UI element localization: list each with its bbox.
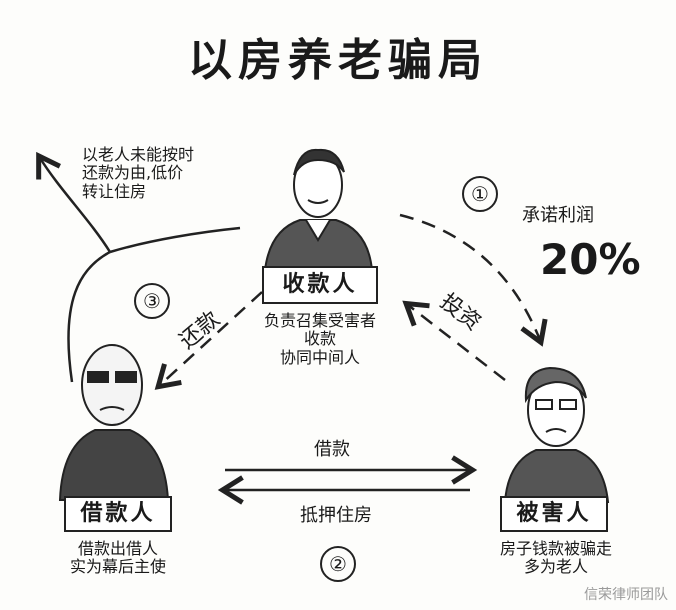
promise-label: 承诺利润 [522, 205, 594, 226]
promise-value: 20% [540, 235, 641, 284]
page-title: 以房养老骗局 [188, 35, 488, 86]
collector-desc: 负责召集受害者 收款 协同中间人 [263, 311, 376, 367]
arrow-collector-to-borrower [154, 291, 263, 390]
borrower-nameplate: 借款人 [64, 496, 172, 532]
arrow-victim-to-collector [402, 300, 506, 381]
step-number-1: ① [462, 176, 498, 212]
fork-note: 以老人未能按时 还款为由,低价 转让住房 [82, 145, 195, 201]
borrower-desc: 借款出借人 实为幕后主使 [69, 539, 166, 577]
collector-nameplate: 收款人 [262, 266, 378, 304]
arrow-collector-to-victim [399, 213, 548, 347]
victim-figure [503, 366, 610, 503]
step-number-3: ③ [134, 283, 170, 319]
collector-figure [263, 148, 374, 271]
victim-nameplate: 被害人 [500, 496, 608, 532]
victim-desc: 房子钱款被骗走 多为老人 [499, 539, 612, 577]
fork-trunk [67, 250, 111, 383]
loan-label: 借款 [314, 439, 350, 460]
watermark: 信荣律师团队 [584, 587, 668, 603]
mortgage-label: 抵押住房 [300, 505, 372, 526]
fork-branch-right [109, 226, 241, 254]
fork-branch-left [36, 151, 112, 253]
borrower-figure [58, 344, 170, 501]
step-number-2: ② [320, 546, 356, 582]
